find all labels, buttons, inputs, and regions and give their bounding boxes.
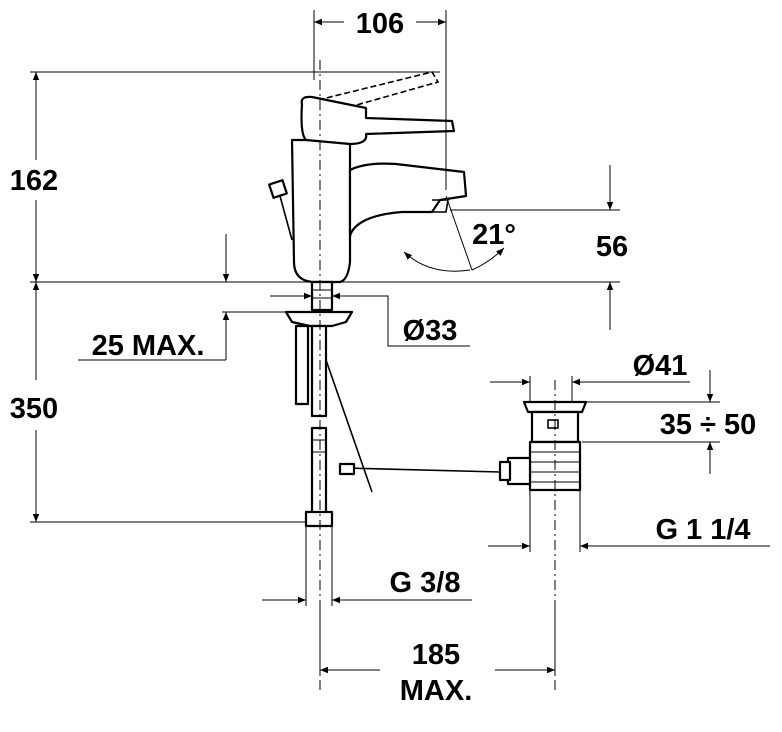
dim-spout-height: 56 <box>450 165 628 330</box>
dim-spout-height-label: 56 <box>596 231 628 263</box>
dim-drain-diameter: Ø41 <box>490 350 690 402</box>
drain-waste <box>338 400 588 492</box>
dim-deck-thickness: 25 MAX. <box>78 234 300 362</box>
horizontal-linkage-rod <box>343 467 501 473</box>
dim-drain-thread: G 1 1/4 <box>488 490 770 552</box>
spout-aerator <box>432 199 449 213</box>
dim-supply-hose-length: 350 <box>10 282 306 523</box>
threaded-stud <box>310 280 334 312</box>
dim-spout-reach-label: 106 <box>356 8 404 40</box>
fixing-plate <box>284 310 354 328</box>
flex-hose-main <box>310 324 328 418</box>
dim-total-height-label: 162 <box>10 165 58 197</box>
dim-spout-reach: 106 <box>313 8 447 190</box>
drain-side-nut <box>506 456 532 486</box>
dim-supply-hose-length-label: 350 <box>10 393 58 425</box>
dim-body-diameter-label: Ø33 <box>403 315 458 347</box>
popup-rod <box>325 359 373 493</box>
faucet-mixer <box>30 71 620 528</box>
dim-drain-offset: 185 MAX. <box>319 606 556 707</box>
dim-drain-height-range: 35 ÷ 50 <box>582 370 756 474</box>
dim-lever-angle: 21° <box>403 195 516 272</box>
dim-body-diameter: Ø33 <box>270 292 470 347</box>
linkage-clamp <box>338 462 356 476</box>
dim-drain-diameter-label: Ø41 <box>633 350 688 382</box>
drain-slot <box>547 419 559 429</box>
drain-side-fitting <box>498 460 512 482</box>
dim-drain-offset-note: MAX. <box>400 675 473 707</box>
dim-total-height: 162 <box>10 71 440 282</box>
dim-drain-offset-value: 185 <box>412 639 460 671</box>
dim-supply-thread: G 3/8 <box>262 526 472 606</box>
popup-knob <box>268 179 293 241</box>
flex-hose-cold <box>294 324 310 406</box>
drain-body-upper <box>530 410 580 444</box>
faucet-lever <box>300 95 456 146</box>
dim-drain-thread-label: G 1 1/4 <box>655 514 750 546</box>
supply-nut <box>304 510 334 528</box>
dim-lever-angle-label: 21° <box>472 219 516 251</box>
dim-deck-thickness-label: 25 MAX. <box>92 330 205 362</box>
supply-hose-lower <box>310 426 328 516</box>
faucet-body <box>290 138 352 284</box>
faucet-spout <box>348 162 468 238</box>
dim-supply-thread-label: G 3/8 <box>390 567 461 599</box>
dim-drain-height-range-label: 35 ÷ 50 <box>660 409 757 441</box>
